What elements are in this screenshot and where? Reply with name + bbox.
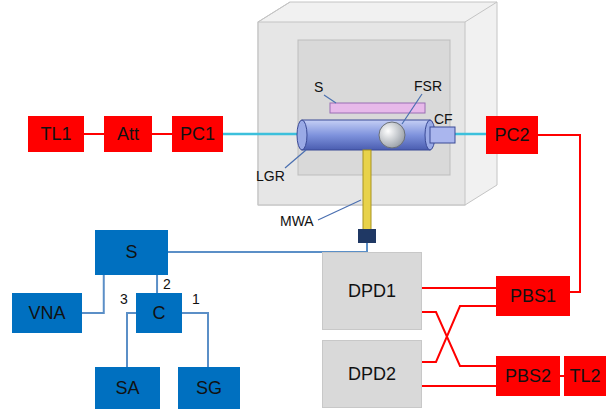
microwave-cable <box>156 275 158 293</box>
node-text: C <box>153 303 166 324</box>
node-text: PC2 <box>494 125 529 146</box>
optical-fiber <box>152 133 172 135</box>
optical-fiber <box>422 287 496 289</box>
part-label: LGR <box>256 169 285 183</box>
node-text: SG <box>196 378 222 399</box>
node-text: PBS1 <box>510 286 556 307</box>
node-text: DPD1 <box>348 281 396 302</box>
node-text: DPD2 <box>348 364 396 385</box>
attenuator-box: Att <box>104 116 152 152</box>
microwave-cable <box>82 275 104 313</box>
circulator-box: C <box>136 293 182 333</box>
part-label: FSR <box>414 79 442 93</box>
detector-box: DPD1 <box>322 252 422 330</box>
microwave-cable <box>127 313 136 367</box>
optical-fiber <box>538 135 580 292</box>
port-number: 1 <box>192 292 200 306</box>
port-number: 3 <box>120 292 128 306</box>
generator-box: SG <box>178 367 240 409</box>
optical-fiber <box>84 133 104 135</box>
beam-splitter-box: PBS1 <box>496 276 570 316</box>
polarization-controller-box: PC2 <box>486 116 538 154</box>
optical-fiber <box>422 385 496 387</box>
node-text: TL1 <box>40 124 71 145</box>
node-text: TL2 <box>569 366 600 387</box>
laser-box: TL2 <box>564 356 606 396</box>
part-label: MWA <box>280 214 314 228</box>
node-text: Att <box>117 124 139 145</box>
analyzer-box: VNA <box>12 293 82 333</box>
splitter-box: S <box>95 230 168 275</box>
beam-splitter-box: PBS2 <box>496 356 560 396</box>
node-text: PBS2 <box>505 366 551 387</box>
microwave-cable <box>182 313 208 367</box>
laser-box: TL1 <box>28 116 84 152</box>
node-text: S <box>125 242 137 263</box>
part-label: CF <box>434 112 453 126</box>
node-text: VNA <box>28 303 65 324</box>
optical-fiber <box>422 306 496 362</box>
analyzer-box: SA <box>95 367 160 409</box>
detector-box: DPD2 <box>322 340 422 408</box>
node-text: SA <box>115 378 139 399</box>
port-number: 2 <box>163 277 171 291</box>
node-text: PC1 <box>180 124 215 145</box>
optical-fiber <box>422 312 496 366</box>
polarization-controller-box: PC1 <box>172 116 223 152</box>
part-label: S <box>314 80 323 94</box>
